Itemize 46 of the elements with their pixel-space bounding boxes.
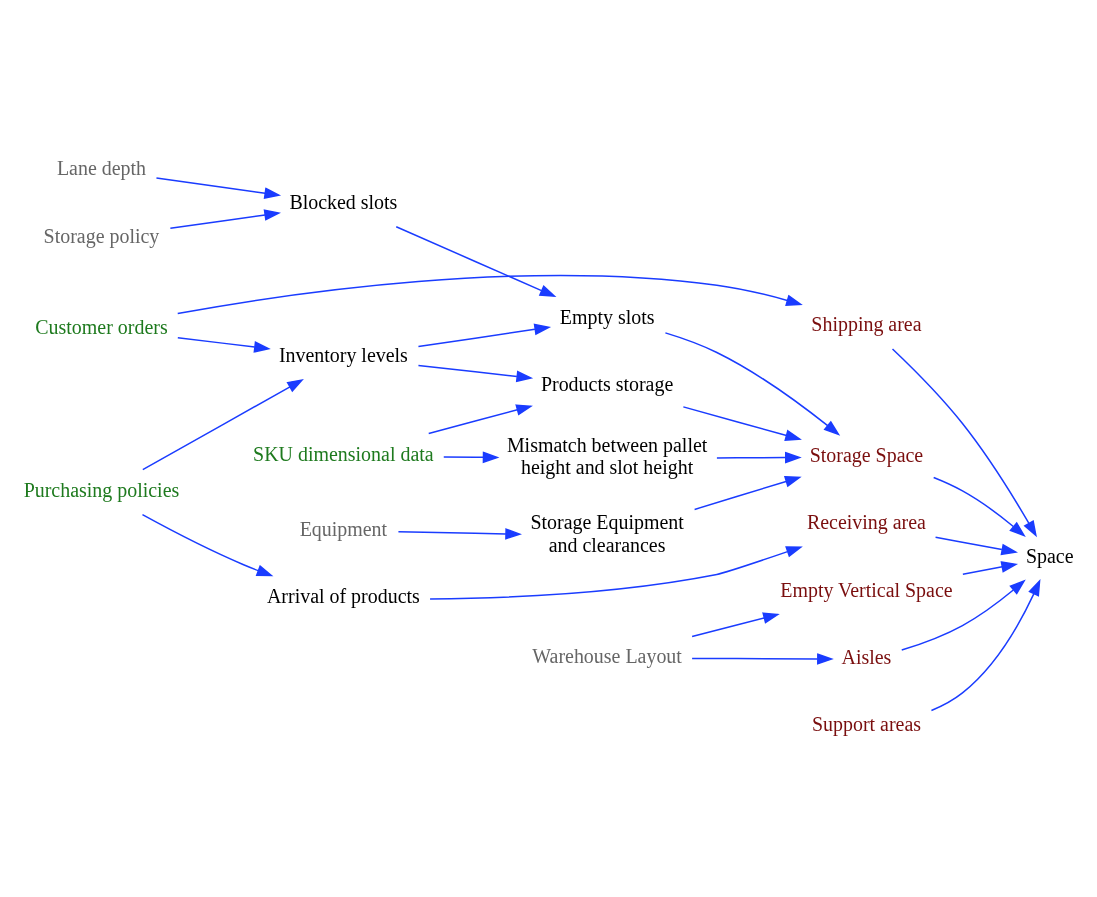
node-text: SKU dimensional data: [253, 442, 434, 465]
arrow: [142, 378, 304, 471]
arrow: [417, 364, 534, 383]
arrow: [176, 274, 803, 315]
node-text: Mismatch between pallet height and slot height: [506, 433, 708, 479]
node-text: Purchasing policies: [23, 478, 180, 501]
arrow: [693, 475, 802, 511]
arrow: [691, 612, 780, 638]
node-text: Storage Space: [809, 443, 924, 466]
node-text: Aisles: [841, 645, 892, 668]
node-text: Space: [1025, 544, 1074, 567]
node-text: Inventory levels: [278, 344, 408, 367]
arrow: [443, 451, 500, 464]
arrow: [962, 561, 1019, 575]
arrow: [141, 513, 274, 577]
arrow: [395, 226, 557, 298]
node-text: Empty Vertical Space: [780, 578, 953, 601]
arrow: [169, 209, 281, 229]
arrow: [429, 546, 803, 600]
arrow: [155, 177, 282, 199]
node-text: Warehouse Layout: [532, 644, 682, 667]
node-text: Storage policy: [43, 224, 160, 247]
arrow: [664, 332, 841, 436]
arrow: [716, 451, 802, 464]
arrow: [891, 348, 1037, 538]
arrow: [177, 337, 271, 353]
node-text: Receiving area: [806, 511, 926, 534]
arrow: [934, 536, 1019, 556]
arrow: [417, 323, 552, 348]
node-text: Storage Equipment and clearances: [530, 511, 684, 556]
arrow: [427, 404, 533, 435]
node-text: Support areas: [811, 713, 922, 736]
node-text: Empty slots: [559, 305, 655, 328]
node-text: Arrival of products: [266, 584, 420, 607]
arrow: [930, 579, 1041, 712]
arrow: [691, 653, 834, 665]
node-text: Shipping area: [811, 313, 922, 336]
arrow: [682, 406, 802, 441]
arrow: [932, 476, 1026, 538]
arrow: [901, 579, 1026, 651]
node-text: Lane depth: [56, 157, 147, 180]
node-text: Customer orders: [35, 315, 168, 338]
node-text: Products storage: [540, 372, 674, 395]
arrow: [397, 528, 522, 540]
node-text: Blocked slots: [289, 190, 398, 213]
node-text: Equipment: [299, 517, 388, 540]
